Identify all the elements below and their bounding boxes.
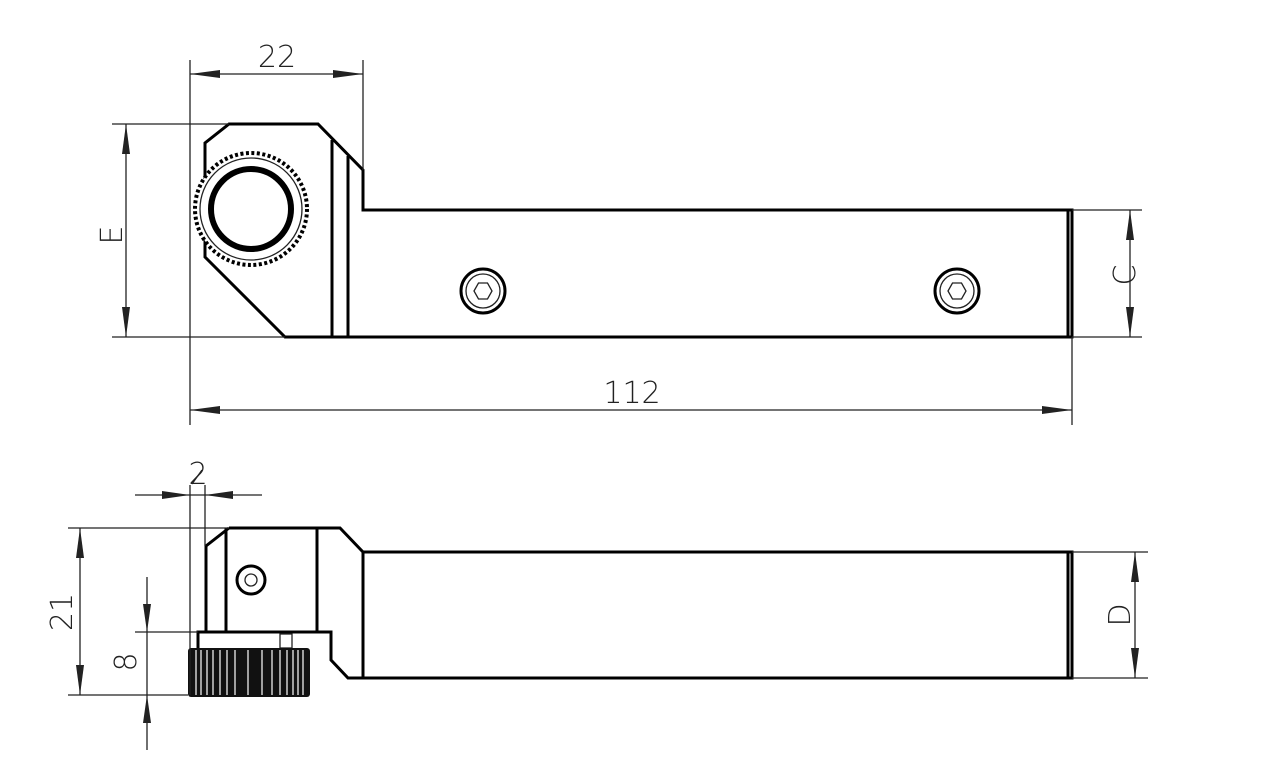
side-view: 2 21 8 D xyxy=(45,457,1148,750)
screw-icon xyxy=(459,267,507,315)
knurl-wheel-side-icon xyxy=(188,648,310,697)
dimension-21: 21 xyxy=(45,527,229,696)
wheel-hub-icon xyxy=(208,166,294,252)
dimension-label: 112 xyxy=(603,376,660,411)
dimension-112: 112 xyxy=(190,337,1073,425)
dimension-label: 21 xyxy=(45,593,80,631)
dimension-E: E xyxy=(95,123,285,338)
dimension-label: E xyxy=(95,226,130,245)
dimension-D: D xyxy=(1072,551,1148,679)
dimension-label: D xyxy=(1103,603,1138,626)
dimension-2: 2 xyxy=(135,457,262,695)
dimension-label: 8 xyxy=(109,652,144,671)
dimension-label: C xyxy=(1108,265,1143,286)
dimension-8: 8 xyxy=(109,577,198,750)
pin-icon xyxy=(279,633,293,649)
dimension-22: 22 xyxy=(189,40,364,425)
dimension-C: C xyxy=(1072,209,1143,338)
screw-icon xyxy=(933,267,981,315)
dimension-label: 22 xyxy=(258,40,296,75)
top-view: 22 E 112 C xyxy=(95,40,1143,425)
dimension-label: 2 xyxy=(188,457,207,492)
side-outline xyxy=(196,526,1074,680)
knurl-wheel-inner xyxy=(199,157,303,261)
screw-icon xyxy=(235,564,267,596)
